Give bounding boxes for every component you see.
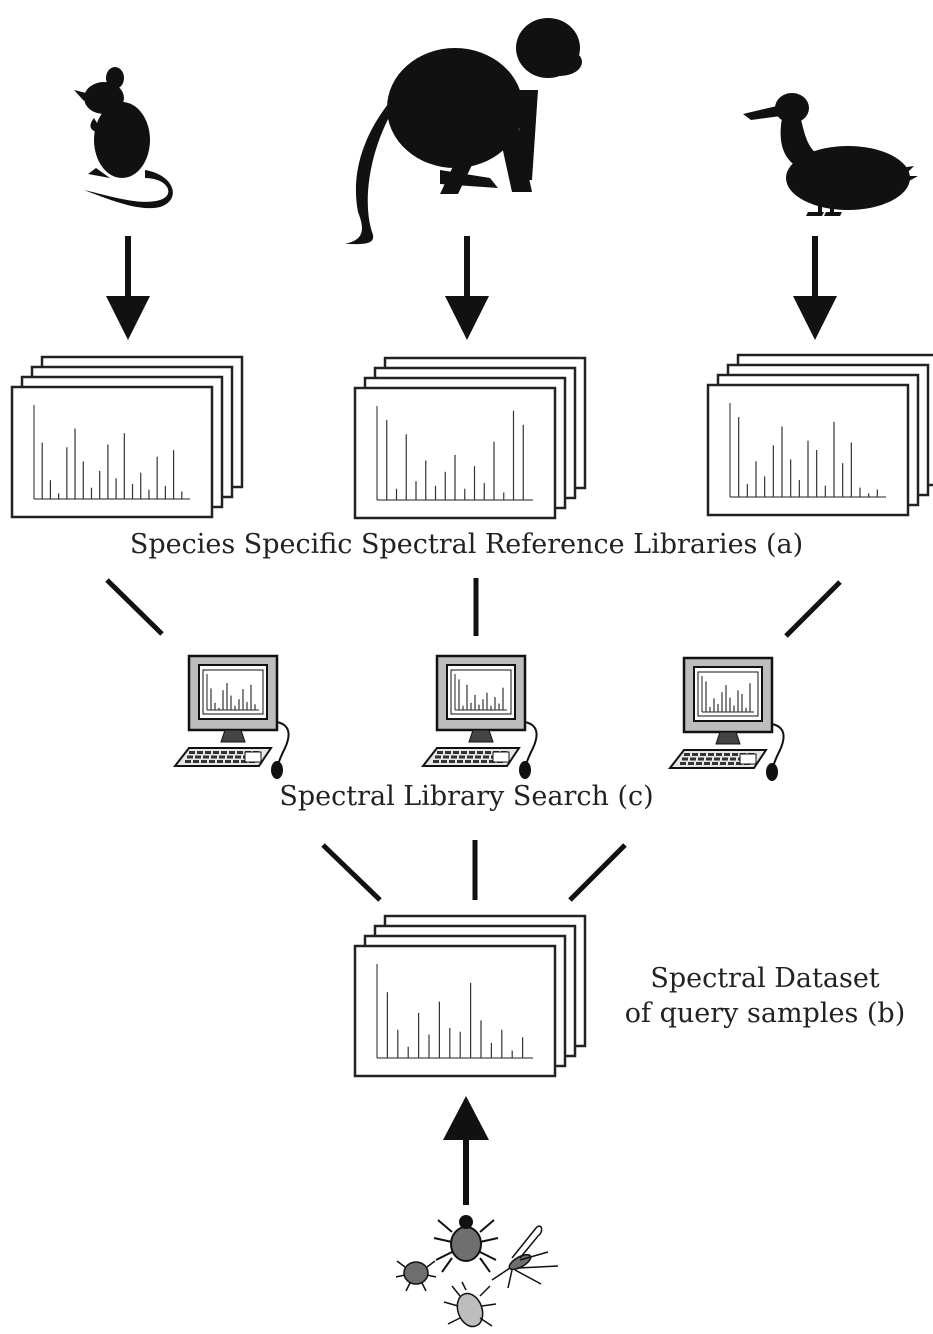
arrow-monkey-to-library bbox=[445, 236, 489, 340]
monitor-stand bbox=[220, 729, 246, 743]
monkey-icon bbox=[345, 18, 582, 245]
reference-libraries-label: Species Specific Spectral Reference Libr… bbox=[129, 529, 804, 560]
search-to-dataset-connectors bbox=[321, 840, 627, 902]
library-search-label: Spectral Library Search (c) bbox=[279, 781, 654, 812]
mosquito-icon bbox=[491, 1225, 559, 1289]
duck-spectral-library bbox=[706, 353, 933, 517]
mouse-icon bbox=[74, 67, 173, 209]
computer-mouse bbox=[519, 761, 531, 779]
query-dataset-label-line1: Spectral Dataset bbox=[650, 963, 880, 994]
monitor-stand bbox=[715, 731, 741, 745]
computer-icon bbox=[172, 654, 290, 779]
query-dataset-label: Spectral Dataset of query samples (b) bbox=[600, 962, 930, 1031]
monkey-spectral-library bbox=[353, 356, 587, 520]
spectrum-sheet-front bbox=[10, 385, 214, 519]
query-spectral-dataset bbox=[353, 914, 587, 1078]
query-dataset-label-line2: of query samples (b) bbox=[624, 997, 906, 1029]
computer-icon bbox=[667, 656, 785, 781]
computer-icon bbox=[420, 654, 538, 779]
bug-icon bbox=[443, 1281, 497, 1328]
duck-icon bbox=[743, 93, 918, 216]
spectrum-sheet-front bbox=[353, 944, 557, 1078]
computer-mouse bbox=[766, 763, 778, 781]
arrow-mouse-to-library bbox=[106, 236, 150, 340]
library-to-search-connectors bbox=[105, 578, 842, 638]
arrow-duck-to-library bbox=[793, 236, 837, 340]
computer-mouse bbox=[271, 761, 283, 779]
tick-icon bbox=[433, 1215, 499, 1273]
mouse-spectral-library bbox=[10, 355, 244, 519]
small-tick-icon bbox=[395, 1260, 437, 1292]
monitor-stand bbox=[468, 729, 494, 743]
arrow-samples-to-dataset bbox=[443, 1096, 489, 1205]
